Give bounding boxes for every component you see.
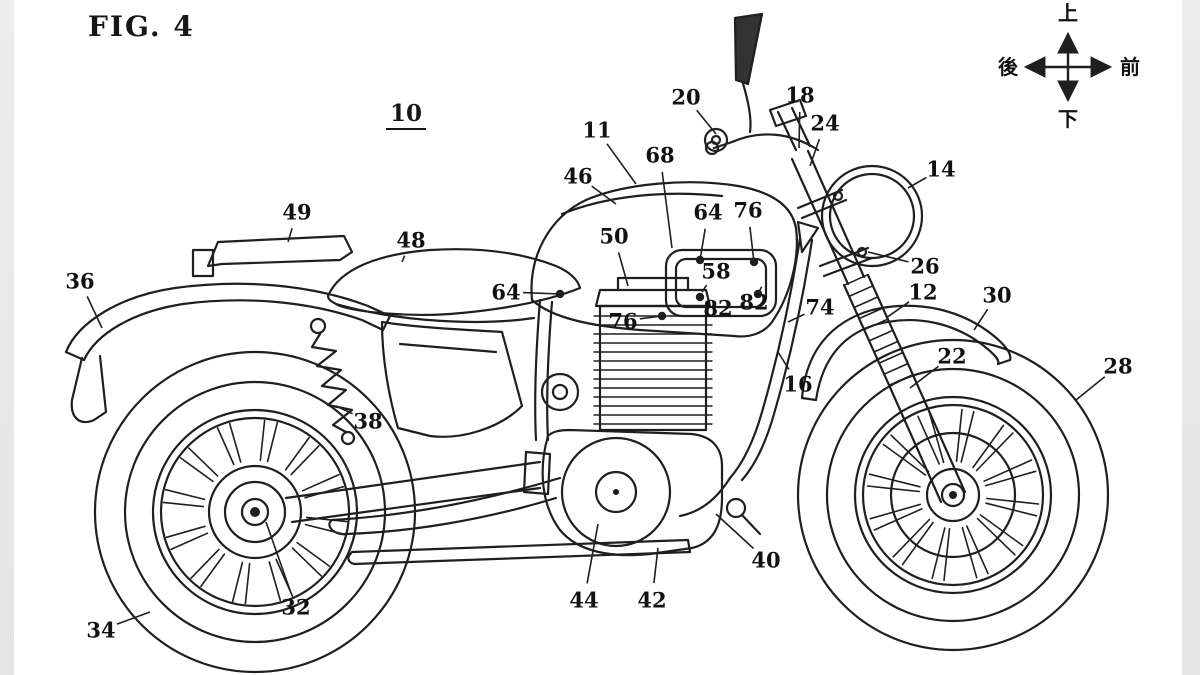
ref-label-82: 82: [703, 296, 732, 321]
ref-label-48: 48: [396, 228, 425, 253]
leader-lines: [86, 109, 1106, 625]
fork-boot: [843, 273, 914, 387]
mirror-stalk: [740, 78, 752, 134]
ref-label-22: 22: [937, 344, 966, 369]
front-wheel-spokes: [866, 408, 1040, 582]
motorcycle-artwork: [64, 12, 1110, 674]
rear-rack: [191, 234, 354, 278]
cylinder-fins: [593, 315, 713, 425]
ref-label-20: 20: [671, 85, 700, 110]
mirror: [733, 12, 764, 86]
ref-label-32: 32: [281, 595, 310, 620]
rear-wheel-spokes: [162, 419, 348, 605]
brake-pedal-pivot: [725, 497, 747, 519]
frame-tubes: [522, 220, 820, 518]
ref-label-82: 82: [739, 290, 768, 315]
ref-label-36: 36: [65, 269, 94, 294]
figure-reference-number: 10: [386, 100, 427, 130]
headlight: [820, 164, 924, 268]
compass-front-label: 前: [1120, 55, 1140, 79]
ref-label-50: 50: [599, 224, 628, 249]
side-panel: [664, 248, 778, 318]
ref-label-18: 18: [785, 83, 814, 108]
handlebar-assembly: [703, 12, 820, 156]
engine: [540, 276, 762, 557]
ref-label-49: 49: [282, 200, 311, 225]
rear-shock: [309, 317, 356, 446]
orientation-compass: 上 下 後 前: [998, 1, 1140, 131]
ref-label-16: 16: [783, 372, 812, 397]
ref-label-58: 58: [701, 259, 730, 284]
compass-up-label: 上: [1058, 1, 1078, 25]
page-edge-left: [0, 0, 14, 675]
front-fender: [800, 304, 1012, 402]
ref-label-30: 30: [982, 283, 1011, 308]
ref-label-24: 24: [810, 111, 839, 136]
ref-label-76: 76: [608, 309, 637, 334]
ref-label-14: 14: [926, 157, 955, 182]
mudflap: [70, 354, 108, 424]
ref-label-34: 34: [86, 618, 115, 643]
ref-label-11: 11: [582, 118, 611, 143]
page-edge-right: [1182, 0, 1200, 675]
ref-label-38: 38: [353, 409, 382, 434]
rear-fender: [64, 282, 392, 424]
ref-label-28: 28: [1103, 354, 1132, 379]
seat: [326, 248, 582, 324]
reference-labels: 20 18 24 11 68 14 46 64 76 49 50 48 26 58 36 64 82 82 74 12…: [65, 83, 1132, 643]
handlebar: [730, 133, 820, 152]
clutch-cover: [560, 436, 672, 548]
front-fork: [768, 98, 967, 504]
ref-label-46: 46: [563, 164, 592, 189]
crankcase: [541, 428, 724, 557]
figure-title: FIG. 4: [88, 10, 195, 43]
fuel-tank: [530, 181, 798, 338]
compass-rear-label: 後: [998, 55, 1019, 79]
underseat-panel: [380, 320, 524, 438]
ref-label-12: 12: [908, 280, 937, 305]
ref-label-26: 26: [910, 254, 939, 279]
compass-down-label: 下: [1058, 107, 1078, 131]
ref-label-68: 68: [645, 143, 674, 168]
ref-label-74: 74: [805, 295, 834, 320]
ref-label-40: 40: [751, 548, 780, 573]
ref-label-64: 64: [693, 200, 722, 225]
front-wheel: [796, 338, 1110, 652]
ref-label-42: 42: [637, 588, 666, 613]
ref-label-64: 64: [491, 280, 520, 305]
ignition-cluster: [703, 127, 729, 153]
ref-label-76: 76: [733, 198, 762, 223]
ref-label-44: 44: [569, 588, 598, 613]
